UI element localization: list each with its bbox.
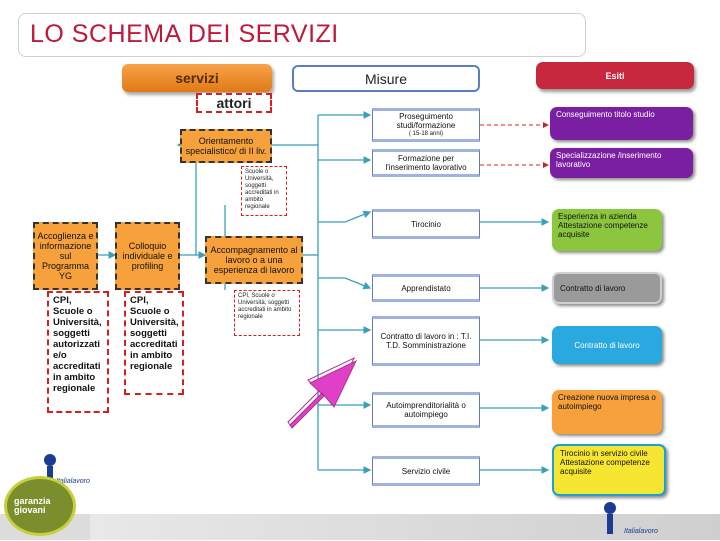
esito-servizio-civile: Tirocinio in servizio civile Attestazion…: [552, 444, 666, 496]
colloquio-box: Colloquio individuale e profiling: [115, 222, 180, 290]
misura-autoimpiego: Autoimprenditorialità o autoimpiego: [372, 392, 480, 428]
footer-gradient: [90, 514, 720, 540]
cpi-attori-small-box: CPI, Scuole o Università, soggetti accre…: [234, 290, 300, 336]
cpi-attori-box-1: CPI, Scuole o Università, soggetti autor…: [47, 291, 109, 413]
italialavoro-text-footer: Italialavoro: [624, 528, 658, 535]
esito-contratto-apprendistato: Contratto di lavoro: [552, 272, 662, 304]
esiti-header: Esiti: [536, 62, 694, 89]
misura-sub: ( 15-18 anni): [408, 130, 444, 137]
italialavoro-logo: Italialavoro: [38, 452, 108, 488]
esito-contratto-lavoro: Contratto di lavoro: [552, 326, 662, 364]
esito-titolo-studio: Conseguimento titolo studio: [550, 107, 693, 140]
title-frame: [18, 13, 586, 57]
cpi-attori-box-2: CPI, Scuole o Università, soggetti accre…: [124, 291, 184, 395]
servizi-header: servizi: [122, 64, 272, 92]
scuole-attori-box: Scuole o Università, soggetti accreditat…: [241, 166, 287, 216]
misure-header: Misure: [292, 65, 480, 92]
italialavoro-logo-footer: Italialavoro: [598, 500, 688, 538]
pink-arrow-icon: [287, 356, 358, 429]
attori-label: attori: [196, 93, 272, 113]
esito-specializzazione: Specializzazione /inserimento lavorativo: [550, 148, 693, 178]
misura-servizio-civile: Servizio civile: [372, 456, 480, 486]
esito-nuova-impresa: Creazione nuova impresa o autoimpiego: [552, 390, 662, 434]
misura-label: Proseguimento studi/formazione: [396, 111, 456, 130]
misura-formazione: Formazione per l'inserimento lavorativo: [372, 149, 480, 177]
garanzia-giovani-logo: [4, 476, 76, 536]
misura-contratto: Contratto di lavoro in : T.I. T.D. Sommi…: [372, 316, 480, 366]
garanzia-giovani-text: garanzia giovani: [14, 496, 51, 515]
accoglienza-box: Accoglienza e informazione sul Programma…: [33, 222, 98, 290]
page-title: LO SCHEMA DEI SERVIZI: [30, 20, 339, 48]
italialavoro-mark-icon: [44, 454, 56, 484]
italialavoro-text: Italialavoro: [56, 478, 90, 485]
orientamento-box: Orientamento specialistico/ di II liv.: [180, 129, 272, 163]
misura-tirocinio: Tirocinio: [372, 209, 480, 239]
esito-esperienza-azienda: Esperienza in azienda Attestazione compe…: [552, 209, 662, 251]
misura-proseguimento: Proseguimento studi/formazione ( 15-18 a…: [372, 108, 480, 142]
misura-apprendistato: Apprendistato: [372, 274, 480, 302]
italialavoro-mark-icon-footer: [604, 502, 616, 534]
accompagnamento-box: Accompagnamento al lavoro o a una esperi…: [205, 236, 303, 284]
